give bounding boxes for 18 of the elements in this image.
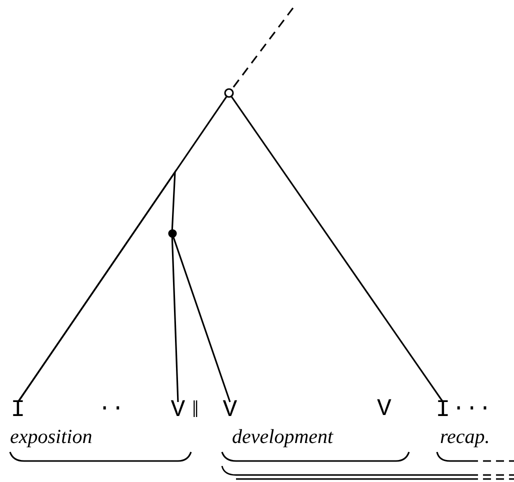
roman-numeral: I <box>8 398 28 424</box>
section-label: exposition <box>10 427 92 447</box>
open-circle <box>224 88 234 98</box>
double-barline: ‖ <box>192 398 199 422</box>
roman-numeral-label: ··· <box>452 398 492 420</box>
branch-line <box>230 96 444 402</box>
roman-numeral-label: ·· <box>98 398 124 420</box>
branch-line <box>17 169 176 402</box>
roman-numeral: V <box>167 398 189 424</box>
filled-dot <box>168 228 176 238</box>
section-label: recap. <box>440 427 490 447</box>
section-label: development <box>232 427 334 447</box>
roman-numeral-label: V <box>377 398 392 422</box>
roman-numeral: I <box>434 398 452 424</box>
dashed-branch-line <box>230 8 294 90</box>
roman-numeral: V <box>219 398 241 424</box>
branch-line <box>172 236 231 402</box>
branch-line <box>171 236 179 402</box>
